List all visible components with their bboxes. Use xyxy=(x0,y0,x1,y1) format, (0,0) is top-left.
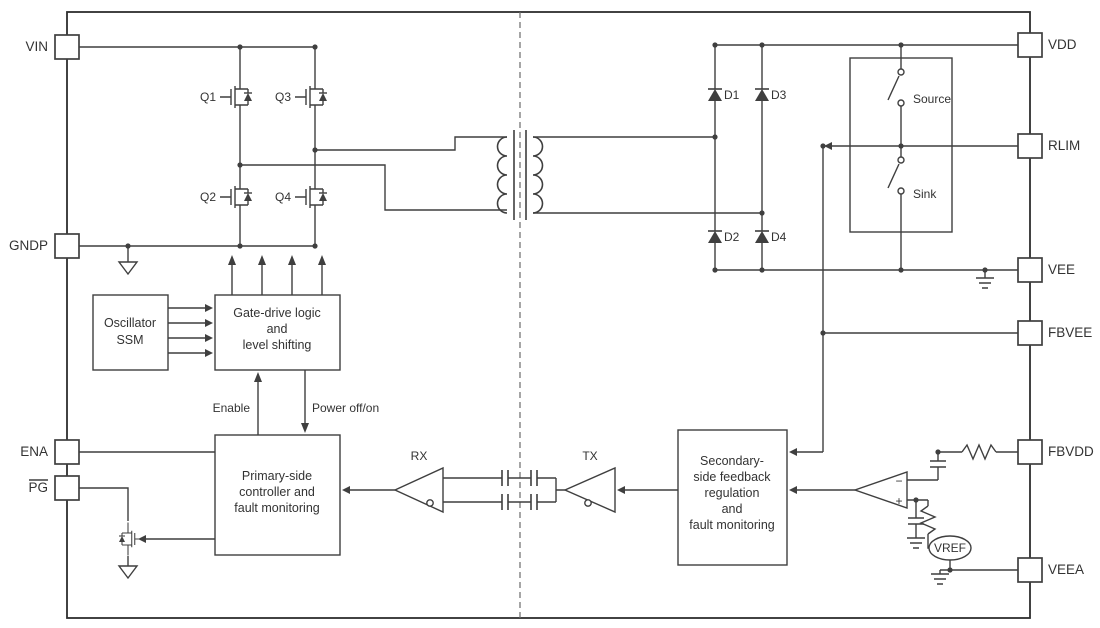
q2-label: Q2 xyxy=(200,190,216,204)
tx-label: TX xyxy=(582,449,597,463)
primary-label-1: Primary-side xyxy=(242,469,312,483)
transformer xyxy=(496,130,544,220)
primary-label-3: fault monitoring xyxy=(234,501,320,515)
pin-pad-gndp xyxy=(54,233,80,259)
pin-pad-rlim xyxy=(1017,133,1043,159)
q4-mosfet xyxy=(294,174,328,220)
secondary-label-4: and xyxy=(722,502,743,516)
pin-label-veea: VEEA xyxy=(1048,562,1084,577)
pin-pad-vdd xyxy=(1017,32,1043,58)
q3-mosfet xyxy=(294,74,328,120)
power-off-on-label: Power off/on xyxy=(312,401,379,415)
rx-bubble xyxy=(426,499,434,507)
d4-diode xyxy=(754,216,770,258)
primary-label-2: controller and xyxy=(239,485,315,499)
vee-ground-symbol xyxy=(975,277,995,289)
pin-pad-pg xyxy=(54,475,80,501)
pin-pad-veea xyxy=(1017,557,1043,583)
d2-diode xyxy=(707,216,723,258)
pin-veea: VEEA xyxy=(1017,557,1084,583)
rx-label: RX xyxy=(411,449,428,463)
rx-buffer xyxy=(393,466,444,514)
oscillator-label-1: Oscillator xyxy=(104,316,156,330)
pin-gndp: GNDP xyxy=(9,233,80,259)
pin-label-fbvee: FBVEE xyxy=(1048,325,1092,340)
pg-ground-symbol xyxy=(118,565,138,579)
gate-drive-output-arrows xyxy=(228,255,326,295)
tx-bubble xyxy=(584,499,592,507)
gate-drive-label-1: Gate-drive logic xyxy=(233,306,321,320)
pin-label-fbvdd: FBVDD xyxy=(1048,444,1094,459)
d1-label: D1 xyxy=(724,88,740,102)
ic-boundary xyxy=(66,11,1031,619)
sink-label: Sink xyxy=(913,187,937,201)
d3-label: D3 xyxy=(771,88,787,102)
gate-drive-block xyxy=(214,294,341,371)
secondary-label-2: side feedback xyxy=(693,470,771,484)
secondary-label-3: regulation xyxy=(705,486,760,500)
source-label: Source xyxy=(913,92,951,106)
error-amplifier xyxy=(852,471,908,509)
pin-ena: ENA xyxy=(20,439,80,465)
pin-label-vin: VIN xyxy=(25,39,48,54)
pin-label-rlim: RLIM xyxy=(1048,138,1080,153)
q2-mosfet xyxy=(219,174,253,220)
pin-label-ena: ENA xyxy=(20,444,48,459)
veea-ground-symbol xyxy=(930,573,950,585)
pin-fbvdd: FBVDD xyxy=(1017,439,1094,465)
pin-vdd: VDD xyxy=(1017,32,1077,58)
vref-cap-ground-symbol xyxy=(906,537,926,549)
oscillator-block xyxy=(92,294,169,371)
q4-label: Q4 xyxy=(275,190,291,204)
oscillator-to-gatedrive-arrows xyxy=(168,304,213,357)
q1-label: Q1 xyxy=(200,90,216,104)
d4-label: D4 xyxy=(771,230,787,244)
gate-drive-label-2: and xyxy=(267,322,288,336)
feedback-wiring xyxy=(789,146,1018,574)
primary-controller-block xyxy=(214,434,341,556)
amp-minus-label: − xyxy=(895,474,902,488)
amp-plus-label: + xyxy=(895,494,902,508)
pin-label-vee: VEE xyxy=(1048,262,1075,277)
pin-vin: VIN xyxy=(25,34,80,60)
d3-diode xyxy=(754,74,770,116)
secondary-label-5: fault monitoring xyxy=(689,518,775,532)
pin-pg: PG xyxy=(28,475,80,501)
pin-label-gndp: GNDP xyxy=(9,238,48,253)
pin-pad-fbvee xyxy=(1017,320,1043,346)
junction-dots xyxy=(125,42,988,573)
d1-diode xyxy=(707,74,723,116)
q3-label: Q3 xyxy=(275,90,291,104)
source-sink-switches xyxy=(824,45,1018,270)
isolation-channel-wiring xyxy=(342,470,678,510)
enable-label: Enable xyxy=(213,401,251,415)
pin-pad-ena xyxy=(54,439,80,465)
pin-pad-vin xyxy=(54,34,80,60)
pg-mosfet xyxy=(118,521,144,557)
enable-power-arrows xyxy=(254,370,309,435)
pin-pad-vee xyxy=(1017,257,1043,283)
pin-pad-fbvdd xyxy=(1017,439,1043,465)
vref-label: VREF xyxy=(934,541,966,555)
oscillator-label-2: SSM xyxy=(116,333,143,347)
secondary-label-1: Secondary- xyxy=(700,454,764,468)
pin-label-pg: PG xyxy=(28,480,48,495)
pin-rlim: RLIM xyxy=(1017,133,1080,159)
secondary-feedback-block xyxy=(677,429,788,566)
primary-power-wiring xyxy=(79,46,507,262)
vref-source xyxy=(928,535,972,561)
pin-fbvee: FBVEE xyxy=(1017,320,1092,346)
gate-drive-label-3: level shifting xyxy=(243,338,312,352)
d2-label: D2 xyxy=(724,230,740,244)
pin-vee: VEE xyxy=(1017,257,1075,283)
q1-mosfet xyxy=(219,74,253,120)
pin-label-vdd: VDD xyxy=(1048,37,1077,52)
gndp-ground-symbol xyxy=(118,261,138,275)
pg-circuit xyxy=(79,487,215,566)
